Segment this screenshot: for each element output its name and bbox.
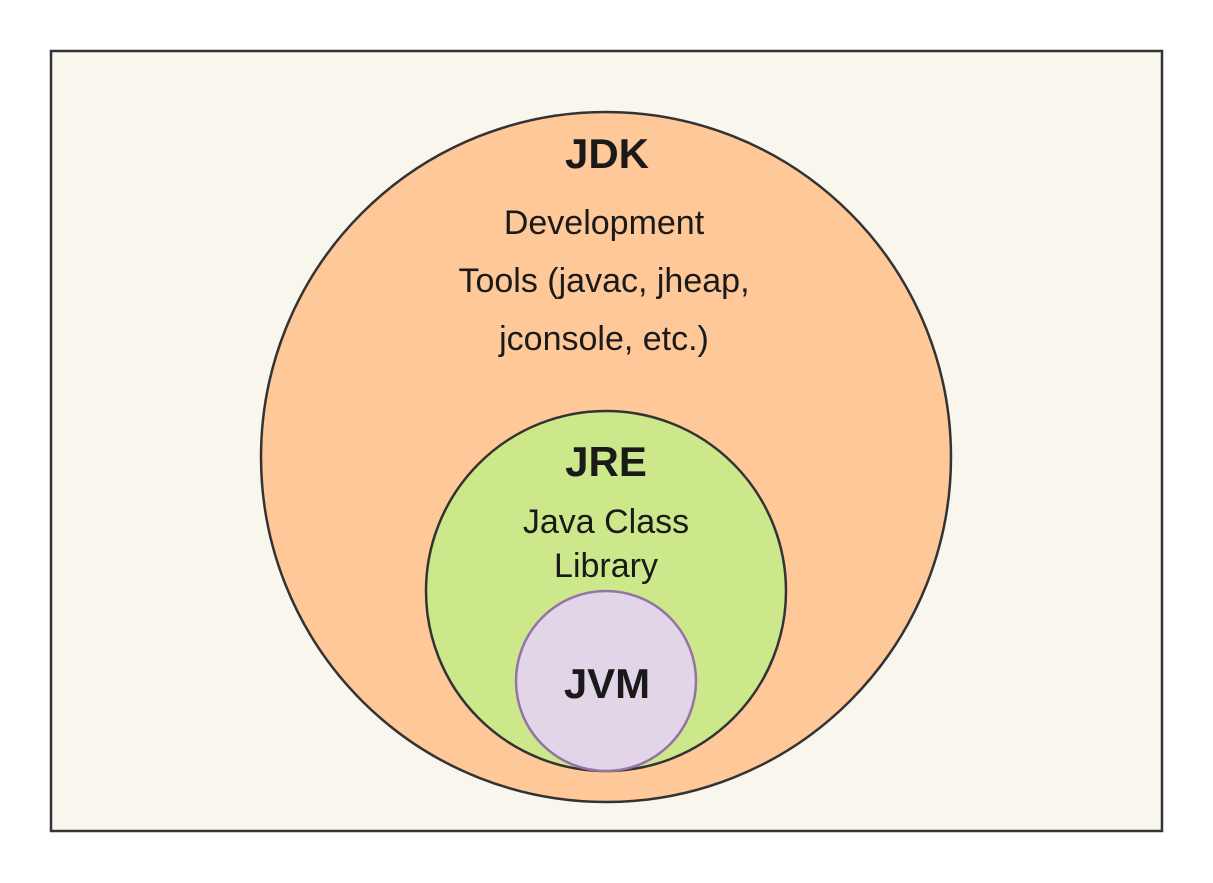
jdk-title: JDK (565, 130, 649, 177)
jvm-circle (514, 589, 698, 773)
jdk-description-line-2: Tools (javac, jheap, (458, 262, 749, 300)
jre-description-line-2: Library (554, 547, 658, 585)
jvm-title: JVM (564, 660, 650, 707)
jre-description-line-1: Java Class (523, 503, 689, 541)
jdk-description-line-3: jconsole, etc.) (498, 320, 709, 358)
jre-title: JRE (565, 438, 647, 485)
jdk-description-line-1: Development (504, 204, 705, 242)
